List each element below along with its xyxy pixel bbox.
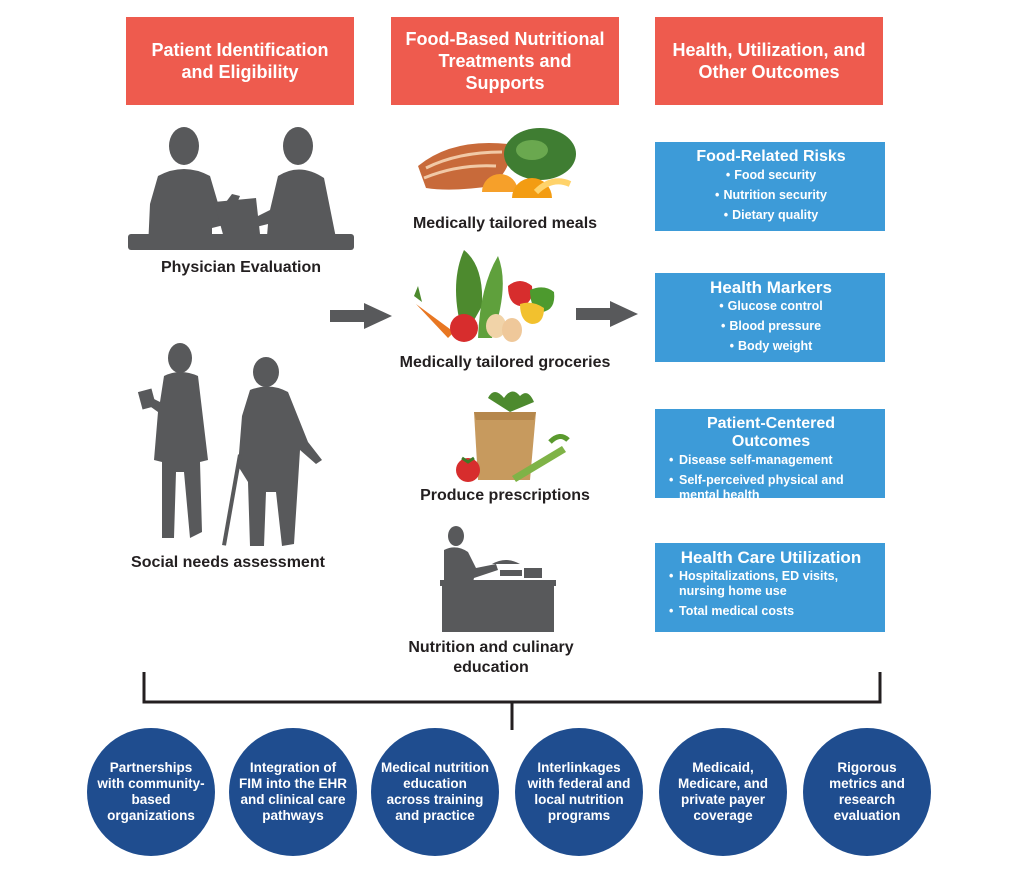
outcome-title: Health Markers — [710, 278, 832, 297]
enabler-metrics-evaluation: Rigorous metrics and research evaluation — [803, 728, 931, 856]
grocery-bag-icon — [456, 391, 570, 482]
outcome-item: Disease self-management — [667, 453, 875, 468]
enabler-ehr-integration: Integration of FIM into the EHR and clin… — [229, 728, 357, 856]
header-food-treatments: Food-Based Nutritional Treatments and Su… — [391, 17, 619, 105]
outcome-patient-centered: Patient-Centered Outcomes Disease self-m… — [655, 409, 885, 502]
outcome-item: Total medical costs — [667, 604, 875, 619]
header-patient-identification: Patient Identification and Eligibility — [126, 17, 354, 105]
vegetables-icon — [414, 250, 555, 342]
outcome-title: Patient-Centered Outcomes — [706, 415, 836, 450]
outcome-title: Health Care Utilization — [680, 548, 862, 567]
outcome-item: Hospitalizations, ED visits, nursing hom… — [667, 569, 875, 599]
enabler-partnerships: Partnerships with community-based organi… — [87, 728, 215, 856]
outcome-item: Glucose control — [667, 299, 875, 314]
bracket-connector — [142, 672, 882, 730]
arrow-right-icon — [330, 303, 392, 329]
groceries-label: Medically tailored groceries — [399, 354, 611, 371]
enabler-medical-education: Medical nutrition education across train… — [371, 728, 499, 856]
outcome-item: Body weight — [667, 339, 875, 354]
outcome-item: Food security — [667, 168, 875, 183]
meal-plate-icon — [418, 128, 576, 198]
outcome-title: Food-Related Risks — [696, 148, 846, 165]
header-outcomes: Health, Utilization, and Other Outcomes — [655, 17, 883, 105]
outcome-item: Dietary quality — [667, 208, 875, 223]
produce-label: Produce prescriptions — [420, 487, 590, 504]
education-label: Nutrition and culinary education — [408, 639, 574, 676]
outcome-food-related-risks: Food-Related Risks Food security Nutriti… — [655, 142, 885, 231]
outcome-item: Self-perceived physical and mental healt… — [667, 473, 875, 503]
arrow-right-icon — [576, 301, 638, 327]
outcome-item: Blood pressure — [667, 319, 875, 334]
enabler-payer-coverage: Medicaid, Medicare, and private payer co… — [659, 728, 787, 856]
enabler-program-interlinkages: Interlinkages with federal and local nut… — [515, 728, 643, 856]
meals-label: Medically tailored meals — [412, 215, 598, 232]
physician-evaluation-label: Physician Evaluation — [160, 259, 322, 276]
outcome-item: Nutrition security — [667, 188, 875, 203]
outcome-health-markers: Health Markers Glucose control Blood pre… — [655, 273, 885, 362]
outcome-health-care-utilization: Health Care Utilization Hospitalizations… — [655, 543, 885, 632]
cooking-instructor-icon — [440, 526, 556, 632]
social-needs-label: Social needs assessment — [131, 554, 325, 571]
doctor-patient-consultation-icon — [128, 127, 354, 250]
caregiver-elderly-person-icon — [137, 343, 322, 546]
